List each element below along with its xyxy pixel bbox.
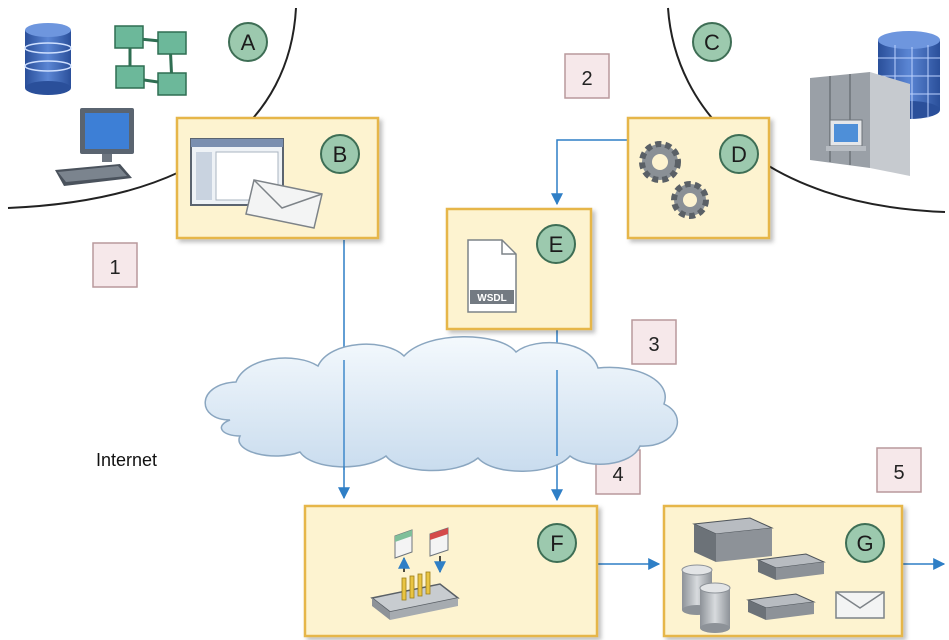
zone-a-marker: A [228, 22, 268, 62]
database-icon [24, 23, 72, 95]
application-window-icon [190, 138, 284, 206]
step-3-label: 3 [648, 334, 659, 356]
network-nodes-icon [114, 25, 187, 96]
step-5-badge: 5 [876, 447, 922, 493]
step-1-badge: 1 [92, 242, 138, 288]
workstation-icon [55, 108, 134, 186]
internet-label: Internet [96, 450, 157, 470]
wsdl-text: WSDL [477, 293, 506, 304]
panel-e-label: E [549, 232, 564, 257]
panel-f: F [303, 504, 599, 638]
panel-e: WSDL E [445, 207, 593, 331]
step-5-label: 5 [893, 462, 904, 484]
gears-icon [639, 141, 709, 219]
panel-b: B [175, 116, 380, 240]
panel-b-label: B [333, 142, 348, 167]
wsdl-document-icon: WSDL [467, 239, 517, 313]
step-3-badge: 3 [631, 319, 677, 365]
message-queue-icon [370, 527, 460, 620]
step-1-label: 1 [109, 257, 120, 279]
zone-c-marker: C [692, 22, 732, 62]
panel-g-label: G [856, 531, 873, 556]
panel-d-label: D [731, 142, 747, 167]
mainframe-icon [810, 72, 910, 176]
step-2-badge: 2 [564, 53, 610, 99]
panel-f-label: F [550, 531, 563, 556]
arrow-d-to-e [551, 139, 628, 206]
envelope-icon [245, 179, 323, 229]
step-2-label: 2 [581, 68, 592, 90]
zone-c-label: C [704, 30, 720, 55]
panel-g: G [662, 504, 904, 638]
internet-cloud [204, 336, 678, 472]
panel-d: D [626, 116, 771, 240]
servers-icon [692, 517, 826, 620]
step-4-label: 4 [612, 464, 623, 486]
envelope-icon [835, 591, 885, 619]
zone-a-label: A [241, 30, 256, 55]
storage-cylinders-icon [681, 564, 731, 633]
